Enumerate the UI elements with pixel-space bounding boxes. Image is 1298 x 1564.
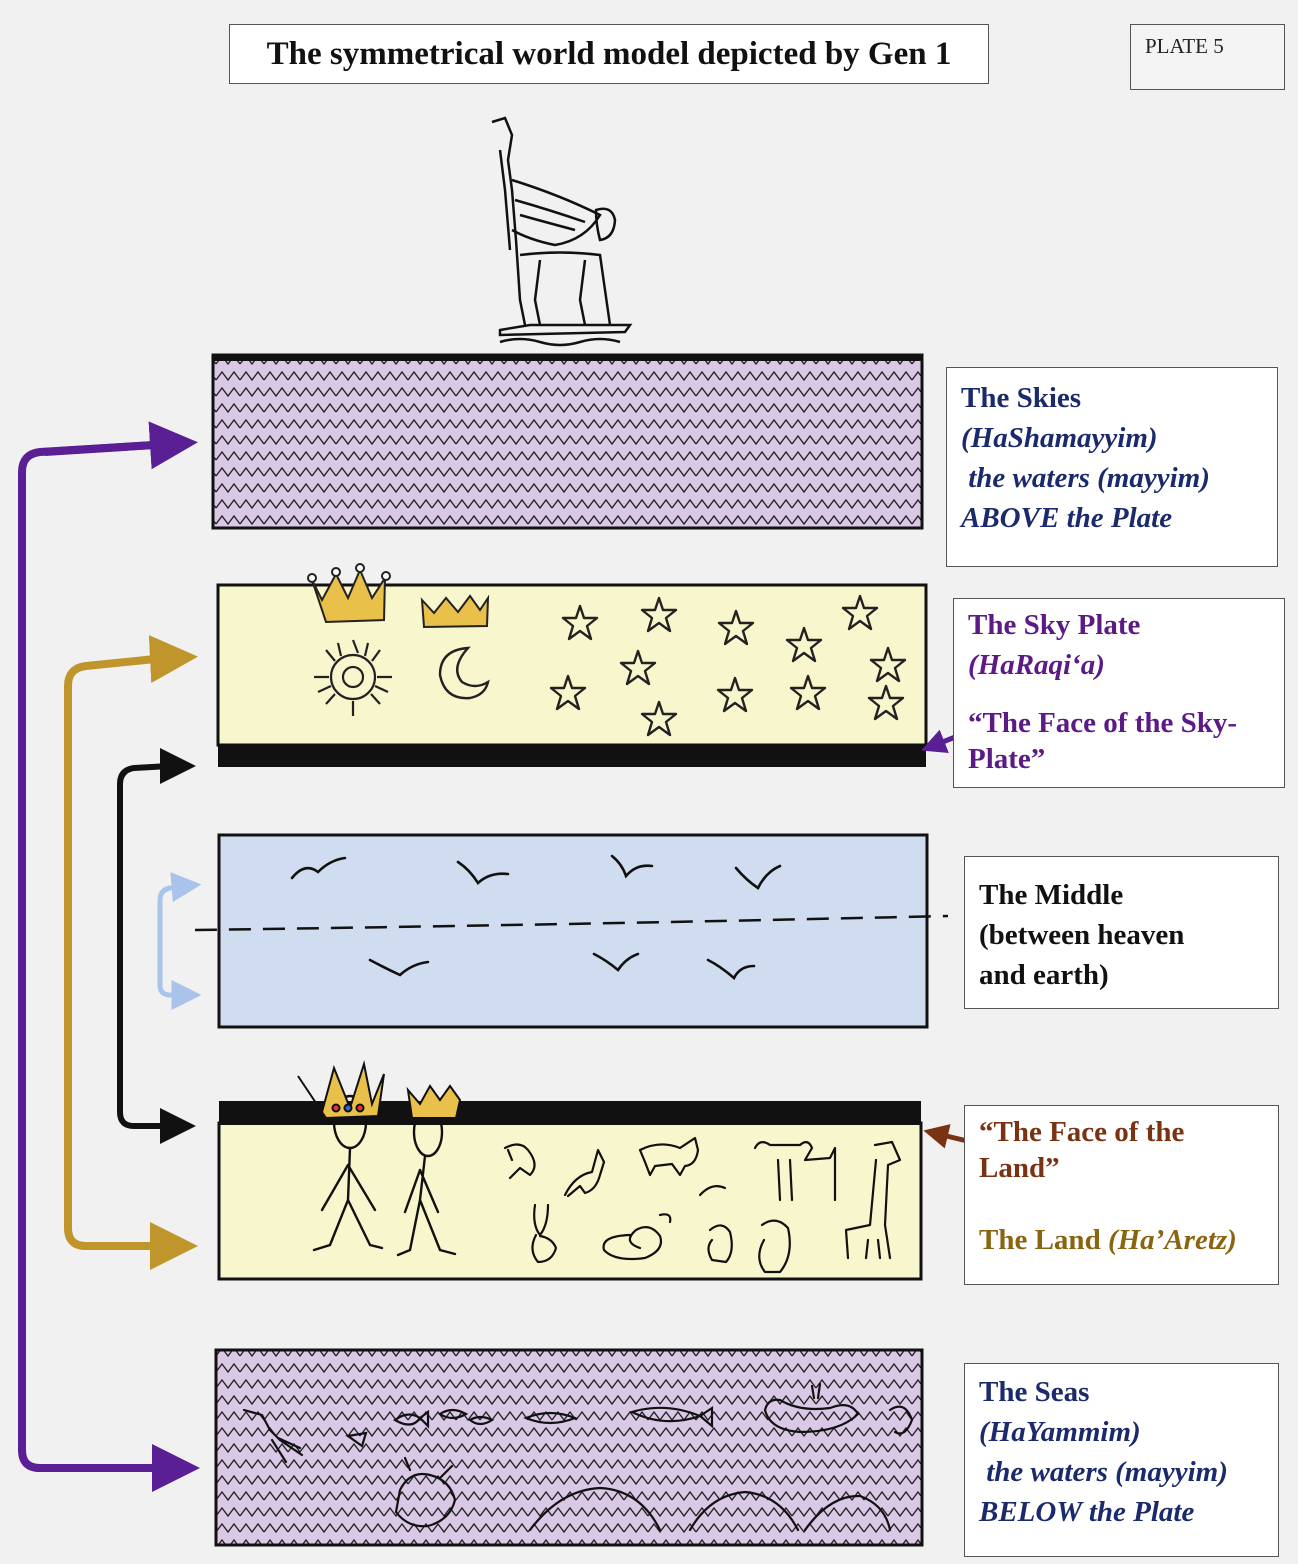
human-crown-icon (408, 1086, 460, 1118)
sky-plate-face-line1: “The Face of the Sky- (968, 705, 1270, 741)
skies-name: The Skies (961, 378, 1263, 418)
land-name-row: The Land (Ha’Aretz) (979, 1220, 1264, 1260)
throne-icon (492, 118, 630, 345)
purple-arrow (22, 444, 170, 1468)
middle-line3: and earth) (979, 955, 1264, 995)
sky-plate-name: The Sky Plate (968, 605, 1270, 645)
middle-line2: (between heaven (979, 915, 1264, 955)
skies-waters: the waters (mayyim) (961, 458, 1263, 498)
seas-name: The Seas (979, 1372, 1264, 1412)
seas-hebrew: (HaYammim) (979, 1412, 1264, 1452)
middle-layer (219, 835, 927, 1027)
land-layer (219, 1123, 921, 1279)
seas-position: BELOW the Plate (979, 1492, 1264, 1532)
seas-label-box: The Seas (HaYammim) the waters (mayyim) … (964, 1363, 1279, 1557)
light-blue-arrow (160, 886, 180, 995)
sky-plate-label-box: The Sky Plate (HaRaqi‘a) “The Face of th… (953, 598, 1285, 788)
skies-hebrew: (HaShamayyim) (961, 418, 1263, 458)
plate-number-box: PLATE 5 (1130, 24, 1285, 90)
diagram-title: The symmetrical world model depicted by … (267, 36, 952, 73)
gold-arrow (68, 658, 165, 1246)
middle-line1: The Middle (979, 875, 1264, 915)
middle-label-box: The Middle (between heaven and earth) (964, 856, 1279, 1009)
land-face-line1: “The Face of the (979, 1114, 1264, 1150)
sky-plate-hebrew: (HaRaqi‘a) (968, 645, 1270, 685)
skies-position: ABOVE the Plate (961, 498, 1263, 538)
face-of-sky-plate-band (218, 745, 926, 767)
land-name: The Land (979, 1224, 1108, 1256)
seas-waters: the waters (mayyim) (979, 1452, 1264, 1492)
plate-number: PLATE 5 (1145, 34, 1224, 59)
skies-label-box: The Skies (HaShamayyim) the waters (mayy… (946, 367, 1278, 567)
land-face-line2: Land” (979, 1150, 1264, 1186)
land-label-box: “The Face of the Land” The Land (Ha’Aret… (964, 1105, 1279, 1285)
land-hebrew: (Ha’Aretz) (1108, 1224, 1237, 1256)
sky-plate-face-line2: Plate” (968, 741, 1270, 777)
title-box: The symmetrical world model depicted by … (229, 24, 989, 84)
